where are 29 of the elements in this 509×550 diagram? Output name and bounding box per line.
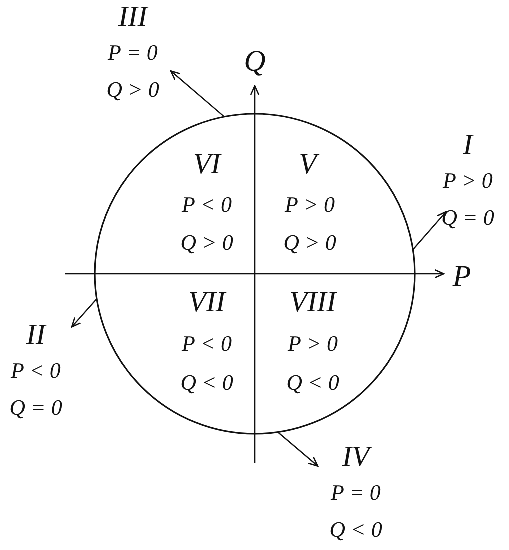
region-numeral: II <box>26 318 46 352</box>
arrow <box>71 298 98 328</box>
condition-text: Q = 0 <box>10 394 62 422</box>
condition-text: Q > 0 <box>106 76 160 104</box>
condition-text: P > 0 <box>285 192 335 218</box>
condition-text: P = 0 <box>331 479 381 507</box>
region-numeral: III <box>118 0 148 34</box>
condition-text: Q > 0 <box>180 230 234 256</box>
condition-text: Q < 0 <box>286 370 340 396</box>
condition-text: P < 0 <box>182 331 232 357</box>
condition-text: P = 0 <box>108 39 158 67</box>
region-numeral: VII <box>188 286 226 320</box>
condition-text: P > 0 <box>288 331 338 357</box>
arrow <box>170 70 225 118</box>
arrow <box>412 211 447 250</box>
arrow <box>278 432 319 467</box>
axis-label: Q <box>244 45 266 79</box>
region-numeral: VI <box>193 148 221 182</box>
condition-text: P > 0 <box>443 167 493 195</box>
axis-label: P <box>452 260 472 294</box>
condition-text: P < 0 <box>182 192 232 218</box>
circle <box>95 114 415 434</box>
condition-text: Q < 0 <box>330 516 382 544</box>
condition-text: P < 0 <box>11 357 61 385</box>
region-numeral: IV <box>342 440 370 474</box>
region-numeral: I <box>463 128 473 162</box>
condition-text: Q < 0 <box>180 370 234 396</box>
region-numeral: VIII <box>290 286 336 320</box>
condition-text: Q > 0 <box>284 230 336 256</box>
